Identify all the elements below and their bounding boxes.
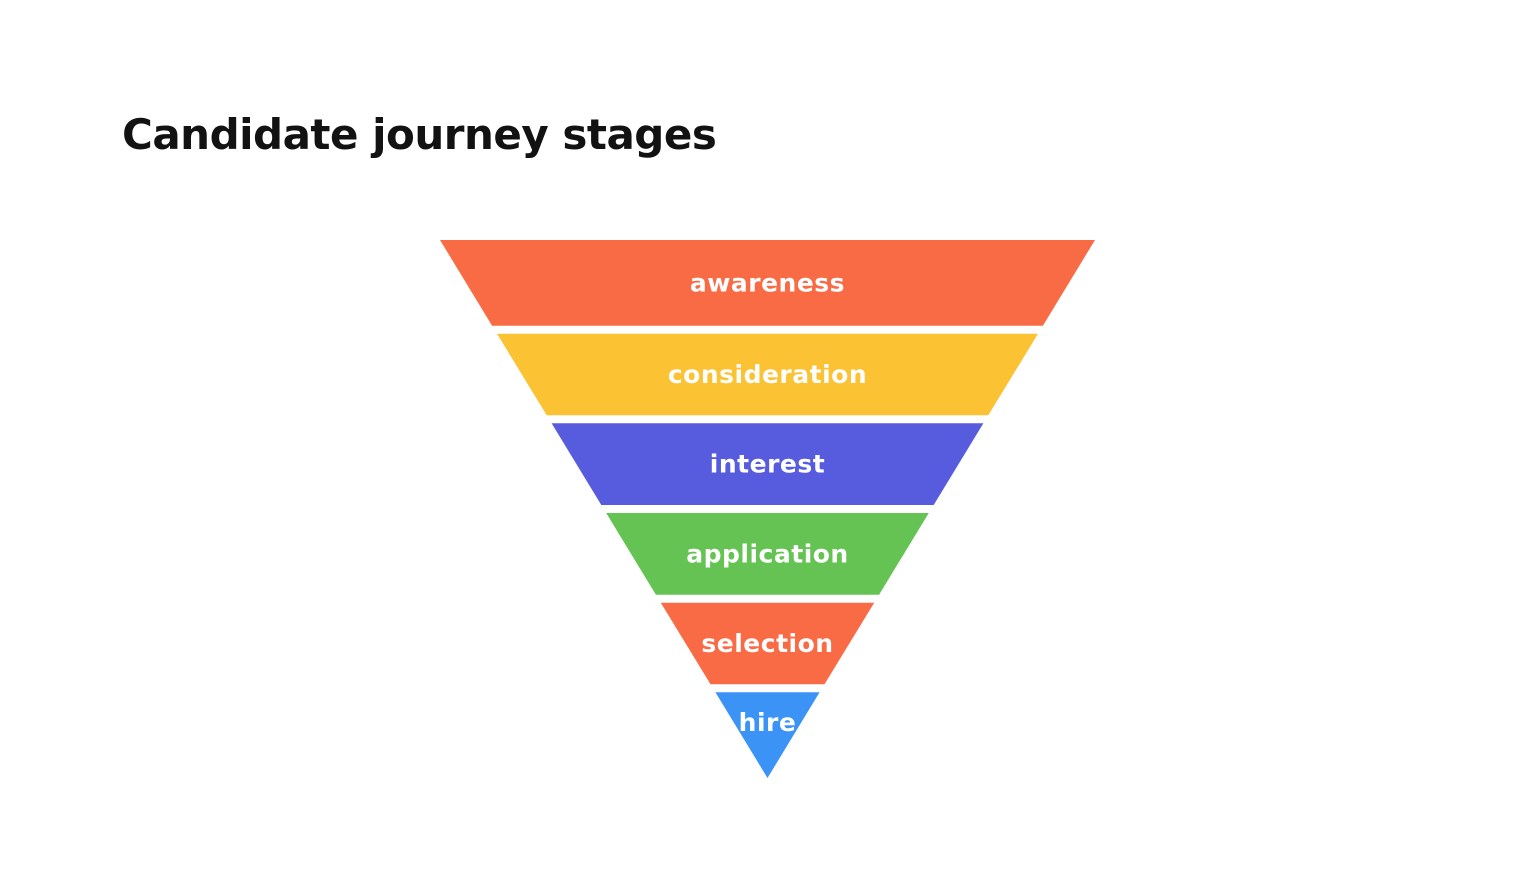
funnel-stage-hire — [715, 692, 820, 778]
funnel-stage-label-interest: interest — [710, 450, 825, 479]
funnel-stage-label-selection: selection — [701, 629, 833, 658]
funnel-stage-selection — [660, 602, 875, 685]
funnel-stage-consideration — [497, 333, 1038, 416]
funnel-stage-label-consideration: consideration — [668, 360, 867, 389]
page-title: Candidate journey stages — [122, 110, 717, 159]
funnel-stage-awareness — [440, 240, 1095, 326]
funnel-stage-application — [606, 513, 929, 595]
funnel-stage-label-hire: hire — [739, 708, 797, 737]
funnel-stage-label-application: application — [686, 539, 848, 568]
funnel-stage-label-awareness: awareness — [690, 268, 845, 297]
funnel-stage-interest — [551, 423, 984, 505]
